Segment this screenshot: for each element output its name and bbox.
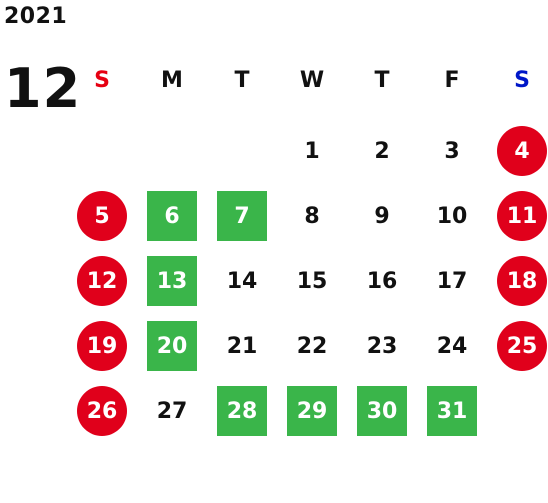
day-cell-16: 16 — [366, 268, 398, 294]
day-cell-holiday-25: 25 — [497, 321, 547, 371]
day-cell-1: 1 — [304, 138, 320, 164]
weekday-label-thu: T — [374, 68, 390, 93]
day-cell-22: 22 — [296, 333, 328, 359]
day-cell-closed-31: 31 — [427, 386, 477, 436]
day-cell-closed-28: 28 — [217, 386, 267, 436]
day-cell-closed-20: 20 — [147, 321, 197, 371]
day-cell-15: 15 — [296, 268, 328, 294]
weekday-label-fri: F — [444, 68, 460, 93]
weekday-label-mon: M — [161, 68, 183, 93]
day-cell-holiday-12: 12 — [77, 256, 127, 306]
calendar-month: 12 — [4, 57, 82, 120]
calendar-year: 2021 — [4, 4, 68, 29]
day-cell-holiday-18: 18 — [497, 256, 547, 306]
day-cell-closed-7: 7 — [217, 191, 267, 241]
day-cell-holiday-11: 11 — [497, 191, 547, 241]
weekday-label-tue: T — [234, 68, 250, 93]
day-cell-17: 17 — [436, 268, 468, 294]
day-cell-closed-29: 29 — [287, 386, 337, 436]
day-cell-9: 9 — [374, 203, 390, 229]
day-cell-holiday-26: 26 — [77, 386, 127, 436]
day-cell-closed-30: 30 — [357, 386, 407, 436]
day-cell-closed-6: 6 — [147, 191, 197, 241]
day-cell-8: 8 — [304, 203, 320, 229]
day-cell-23: 23 — [366, 333, 398, 359]
day-cell-24: 24 — [436, 333, 468, 359]
day-cell-21: 21 — [226, 333, 258, 359]
day-cell-holiday-19: 19 — [77, 321, 127, 371]
day-cell-2: 2 — [374, 138, 390, 164]
day-cell-14: 14 — [226, 268, 258, 294]
day-cell-3: 3 — [444, 138, 460, 164]
day-cell-27: 27 — [156, 398, 188, 424]
day-cell-10: 10 — [436, 203, 468, 229]
weekday-label-wed: W — [299, 68, 325, 93]
day-cell-holiday-5: 5 — [77, 191, 127, 241]
day-cell-holiday-4: 4 — [497, 126, 547, 176]
weekday-label-sun: S — [94, 68, 110, 93]
weekday-label-sat: S — [514, 68, 530, 93]
day-cell-closed-13: 13 — [147, 256, 197, 306]
